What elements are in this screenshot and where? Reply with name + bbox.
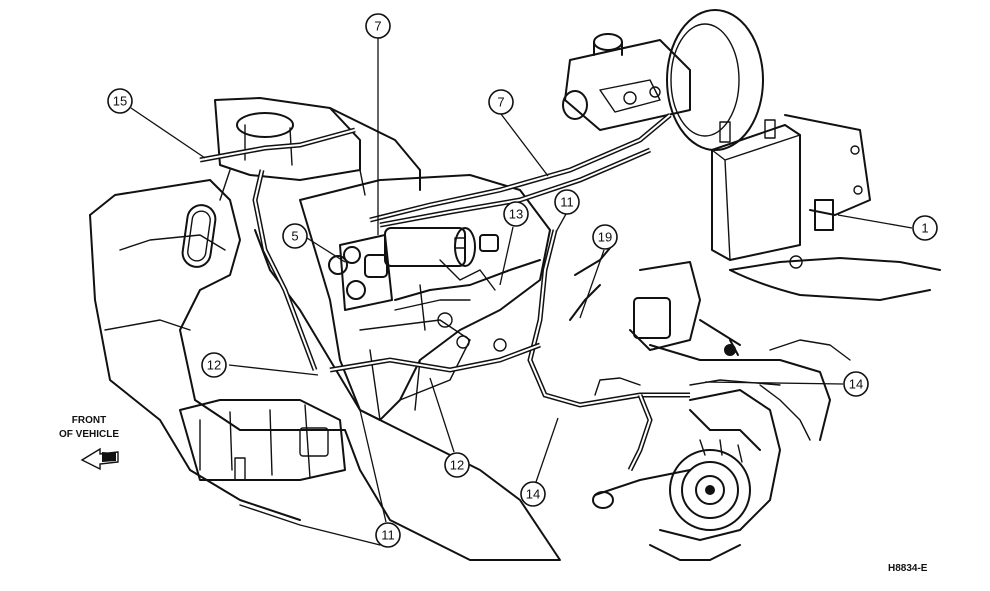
callout-5: 5	[282, 223, 308, 249]
callout-19: 19	[592, 224, 618, 250]
control-module	[711, 114, 941, 301]
callout-number: 13	[509, 207, 523, 222]
callout-11-top: 11	[554, 189, 580, 215]
wheel-hub-assembly	[592, 261, 851, 561]
frame-rail	[89, 179, 561, 561]
callout-14-bottom: 14	[520, 481, 546, 507]
figure-id: H8834-E	[888, 563, 928, 574]
callout-number: 7	[374, 19, 381, 34]
callout-number: 11	[560, 195, 574, 210]
engine-block	[214, 97, 421, 201]
callout-number: 7	[497, 95, 504, 110]
callout-number: 14	[849, 377, 863, 392]
master-cylinder	[562, 9, 764, 151]
callout-number: 14	[526, 487, 540, 502]
callout-13: 13	[503, 201, 529, 227]
front-of-vehicle-label: FRONT OF VEHICLE	[34, 414, 144, 442]
callout-7-line: 7	[488, 89, 514, 115]
callout-number: 15	[113, 94, 127, 109]
callout-14-right: 14	[843, 371, 869, 397]
callout-number: 12	[450, 458, 464, 473]
callout-number: 11	[381, 528, 395, 543]
callout-number: 19	[598, 230, 612, 245]
front-direction-arrow	[80, 447, 119, 471]
front-label-line1: FRONT	[71, 415, 107, 426]
callout-number: 1	[921, 221, 928, 236]
hydraulic-control-unit	[328, 227, 541, 352]
brake-lines	[199, 113, 781, 472]
leader-lines	[130, 38, 913, 523]
callout-15: 15	[107, 88, 133, 114]
callout-number: 12	[207, 358, 221, 373]
callout-12-left: 12	[201, 352, 227, 378]
callout-number: 5	[291, 229, 298, 244]
callout-7-top: 7	[365, 13, 391, 39]
callout-1: 1	[912, 215, 938, 241]
callout-12-center: 12	[444, 452, 470, 478]
front-label-line2: OF VEHICLE	[58, 429, 119, 440]
callout-11-bottom: 11	[375, 522, 401, 548]
